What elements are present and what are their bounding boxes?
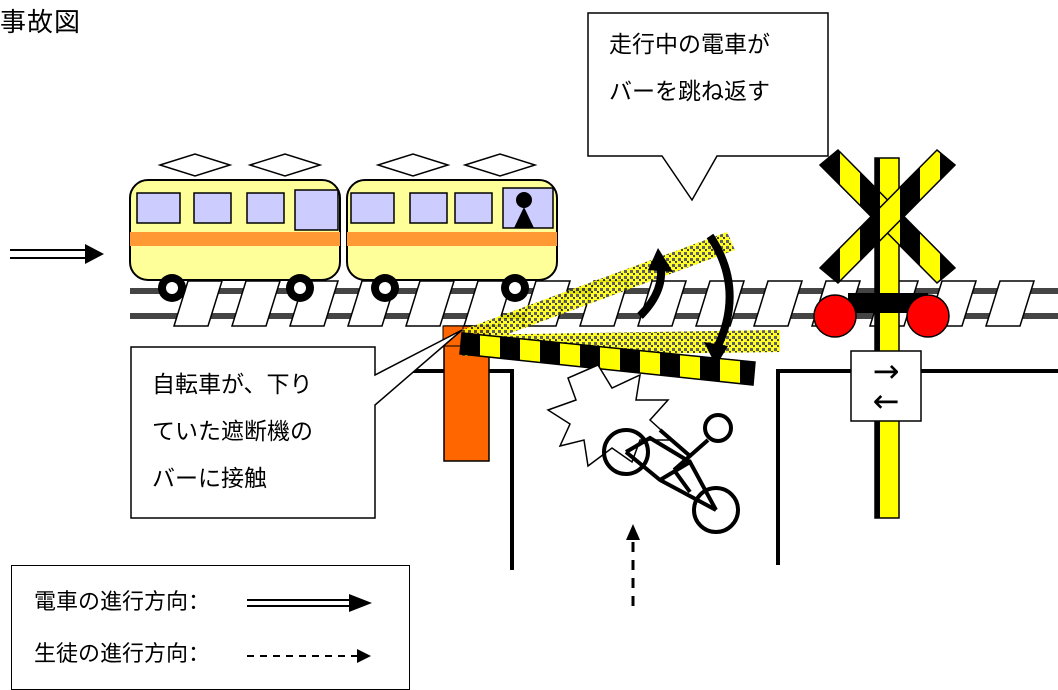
railroad-crossing-signal: → ←: [813, 148, 957, 519]
train-direction-arrow: [10, 244, 104, 264]
train-car-2: [346, 179, 558, 302]
page-title: 事故図: [0, 8, 82, 38]
gate-bar: [459, 332, 756, 386]
driver-figure: [514, 192, 534, 228]
student-direction-arrow: [626, 524, 640, 606]
impact-burst-icon: [546, 364, 674, 468]
pantograph: [157, 153, 538, 177]
callout-bicycle-line-1: 自転車が、下り: [152, 372, 313, 398]
signal-light-right: [906, 294, 950, 338]
callout-train-text: 走行中の電車が バーを跳ね返す: [609, 22, 770, 116]
legend: 電車の進行方向： 生徒の進行方向：: [11, 565, 410, 690]
road-edges: [405, 369, 1058, 570]
direction-sign-arrow-right: →: [873, 352, 900, 390]
callout-bicycle-text: 自転車が、下り ていた遮断機の バーに接触: [152, 362, 313, 503]
legend-train-direction: 電車の進行方向：: [34, 590, 211, 615]
legend-student-arrow-icon: [247, 649, 371, 663]
direction-sign: [850, 350, 922, 422]
callout-train-line-1: 走行中の電車が: [609, 32, 770, 58]
legend-student-direction: 生徒の進行方向：: [34, 642, 211, 667]
callout-bicycle-line-2: ていた遮断機の: [152, 419, 313, 445]
train: [129, 153, 558, 302]
fallen-cyclist-icon: [602, 413, 740, 534]
callout-train-line-2: バーを跳ね返す: [609, 79, 770, 105]
callout-bicycle-bubble: [130, 329, 463, 519]
callout-train-bubble: [587, 12, 829, 202]
callout-bicycle-line-3: バーに接触: [152, 466, 267, 492]
legend-train-arrow-icon: [247, 594, 372, 612]
signal-light-left: [813, 294, 857, 338]
train-car-1: [129, 179, 341, 302]
crossbuck: [818, 148, 957, 285]
direction-sign-arrow-left: ←: [873, 382, 900, 420]
rebound-arrows: [637, 233, 734, 366]
